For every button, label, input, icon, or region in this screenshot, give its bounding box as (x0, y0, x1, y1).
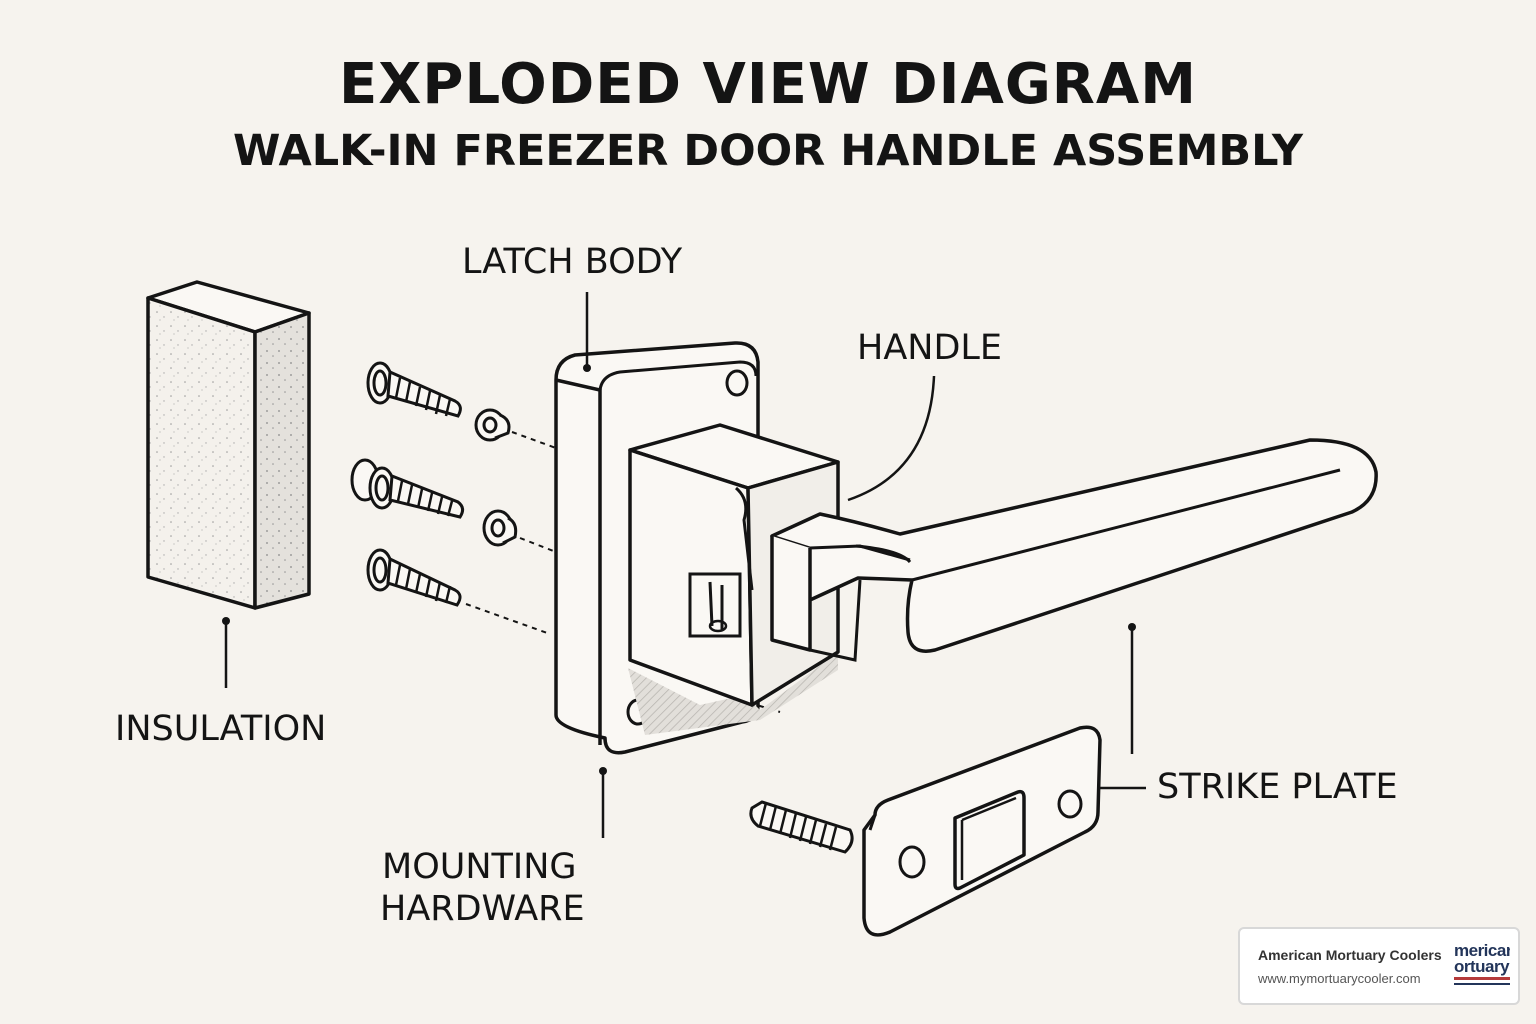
watermark-badge[interactable]: American Mortuary Coolers www.mymortuary… (1238, 927, 1520, 1005)
logo-accent-bar (1454, 977, 1510, 980)
leader-dots (222, 364, 1136, 775)
insulation-block (146, 280, 311, 610)
nut-top (474, 408, 511, 442)
label-mounting-hardware-line1: MOUNTING (382, 847, 577, 887)
label-mounting-hardware-line2: HARDWARE (380, 889, 585, 929)
watermark-name: American Mortuary Coolers (1258, 947, 1442, 963)
leader-handle (847, 375, 936, 502)
screw-middle (350, 458, 465, 519)
screw-bottom (366, 548, 462, 607)
strike-plate-part (862, 725, 1102, 937)
label-insulation: INSULATION (115, 709, 327, 749)
strike-screw (749, 800, 854, 854)
company-logo: merican ortuary (1454, 941, 1510, 993)
handle-lever (770, 438, 1378, 662)
screw-top (366, 361, 462, 418)
watermark-url[interactable]: www.mymortuarycooler.com (1258, 971, 1421, 986)
nut-middle (482, 509, 518, 547)
logo-text-line1: merican (1454, 941, 1510, 960)
logo-text-line2: ortuary (1454, 957, 1510, 976)
label-latch-body: LATCH BODY (462, 242, 683, 282)
leader-lines (224, 292, 1146, 838)
logo-accent-bar-secondary (1454, 983, 1510, 985)
diagram-title: EXPLODED VIEW DIAGRAM (339, 52, 1197, 117)
label-handle: HANDLE (857, 328, 1003, 368)
label-strike-plate: STRIKE PLATE (1157, 767, 1398, 807)
diagram-subtitle: WALK-IN FREEZER DOOR HANDLE ASSEMBLY (232, 126, 1304, 176)
